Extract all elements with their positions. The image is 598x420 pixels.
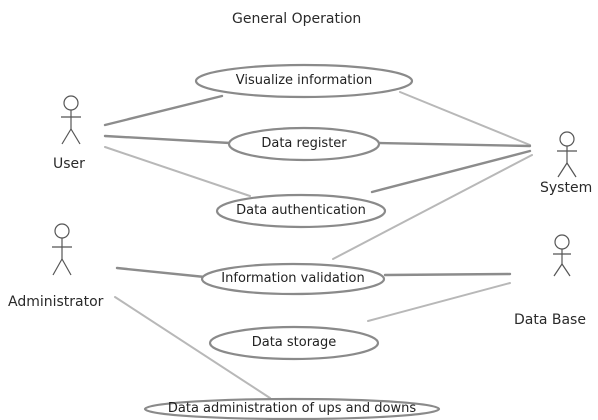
usecase-data-register-shape: [227, 126, 381, 162]
usecase-data-authentication: Data authentication: [236, 203, 366, 218]
associations: [103, 91, 533, 399]
assoc-register-system: [377, 141, 532, 148]
actor-label-administrator: Administrator: [8, 294, 104, 310]
usecase-data-storage-shape: [208, 325, 380, 361]
usecase-data-authentication-shape: [215, 193, 387, 229]
assoc-administrator-validation: [115, 266, 207, 279]
usecase-data-storage: Data storage: [251, 335, 337, 350]
assoc-storage-database: [367, 282, 511, 322]
system-actor-icon: [557, 131, 577, 178]
usecase-visualize-information-shape: [194, 63, 414, 99]
database-actor-icon: [553, 234, 571, 277]
actor-label-user: User: [53, 156, 85, 172]
usecase-information-validation: Information validation: [221, 271, 365, 286]
assoc-administrator-administration: [114, 296, 271, 399]
diagram-title: General Operation: [232, 11, 362, 27]
assoc-user-register: [103, 134, 232, 145]
usecase-data-administration-shape: [143, 397, 441, 420]
actor-label-system: System: [540, 180, 593, 196]
use-cases: [143, 63, 441, 420]
usecase-information-validation-shape: [200, 262, 386, 296]
actor-label-database: Data Base: [514, 312, 586, 328]
user-actor-icon: [61, 95, 81, 145]
assoc-visualize-system: [399, 91, 531, 146]
usecase-data-administration: Data administration of ups and downs: [167, 401, 417, 416]
assoc-validation-database: [383, 272, 512, 277]
administrator-actor-icon: [52, 223, 72, 276]
usecase-data-register: Data register: [261, 136, 347, 151]
assoc-validation-system: [332, 154, 533, 260]
assoc-user-authentication: [104, 146, 251, 197]
usecase-visualize-information: Visualize information: [235, 73, 373, 88]
assoc-user-visualize: [103, 94, 224, 127]
assoc-authentication-system: [370, 149, 532, 194]
